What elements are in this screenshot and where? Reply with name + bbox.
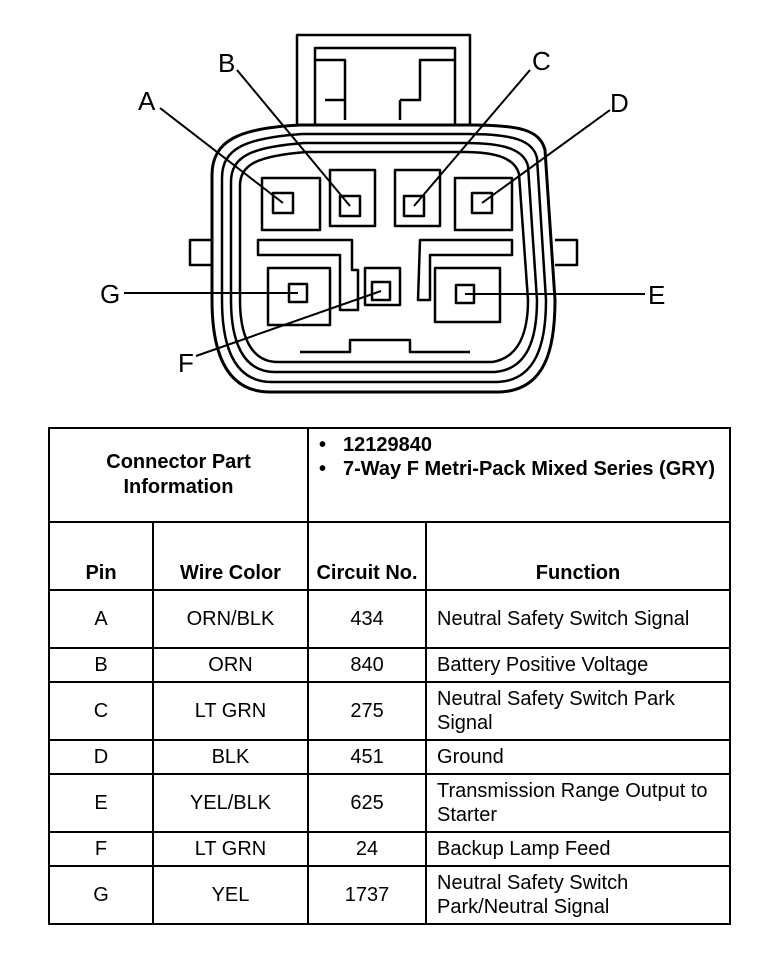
cell-pin: A <box>48 589 154 649</box>
terminal-c <box>402 194 426 218</box>
header-wire-color: Wire Color <box>151 521 310 591</box>
connector-latch <box>295 33 472 127</box>
cell-pin: G <box>48 865 154 925</box>
leader-f <box>195 290 382 357</box>
cell-wire-color: YEL <box>151 865 310 925</box>
table-row: F LT GRN 24 Backup Lamp Feed <box>48 831 732 867</box>
connector-diagram: A B C D G F E <box>100 33 665 394</box>
cell-circuit: 840 <box>307 647 428 683</box>
table-row: D BLK 451 Ground <box>48 739 732 775</box>
pin-label-a: A <box>138 86 156 116</box>
cell-wire-color: YEL/BLK <box>151 773 310 833</box>
cell-function: Neutral Safety Switch Park/Neutral Signa… <box>425 865 732 925</box>
cell-function: Ground <box>425 739 732 775</box>
terminal-d <box>470 191 494 215</box>
pin-label-c: C <box>532 46 551 76</box>
cell-wire-color: LT GRN <box>151 681 310 741</box>
cell-function: Battery Positive Voltage <box>425 647 732 683</box>
table-row: E YEL/BLK 625 Transmission Range Output … <box>48 773 732 833</box>
leader-d <box>481 109 611 204</box>
pin-label-f: F <box>178 348 194 378</box>
connector-part-number: 12129840 <box>317 433 723 457</box>
cavity-partitions <box>256 168 514 327</box>
pin-terminals <box>271 191 494 305</box>
cell-circuit: 434 <box>307 589 428 649</box>
table-header-row: Pin Wire Color Circuit No. Function <box>48 521 732 591</box>
connector-info-value: 12129840 7-Way F Metri-Pack Mixed Series… <box>307 427 732 523</box>
table-row: B ORN 840 Battery Positive Voltage <box>48 647 732 683</box>
table-row: C LT GRN 275 Neutral Safety Switch Park … <box>48 681 732 741</box>
cell-function: Transmission Range Output to Starter <box>425 773 732 833</box>
header-function: Function <box>425 521 732 591</box>
cell-function: Backup Lamp Feed <box>425 831 732 867</box>
cell-circuit: 24 <box>307 831 428 867</box>
pin-label-g: G <box>100 279 120 309</box>
cell-circuit: 625 <box>307 773 428 833</box>
cell-function: Neutral Safety Switch Signal <box>425 589 732 649</box>
cell-wire-color: ORN/BLK <box>151 589 310 649</box>
terminal-b <box>338 194 362 218</box>
cell-pin: E <box>48 773 154 833</box>
cell-pin: C <box>48 681 154 741</box>
cell-function: Neutral Safety Switch Park Signal <box>425 681 732 741</box>
cell-pin: B <box>48 647 154 683</box>
connector-description: 7-Way F Metri-Pack Mixed Series (GRY) <box>317 457 723 481</box>
cell-circuit: 275 <box>307 681 428 741</box>
table-row: G YEL 1737 Neutral Safety Switch Park/Ne… <box>48 865 732 925</box>
terminal-a <box>271 191 295 215</box>
header-circuit: Circuit No. <box>307 521 428 591</box>
cell-wire-color: ORN <box>151 647 310 683</box>
leader-c <box>413 69 531 207</box>
terminal-f <box>370 280 392 302</box>
connector-housing <box>188 123 579 394</box>
cell-wire-color: BLK <box>151 739 310 775</box>
connector-info-row: Connector Part Information 12129840 7-Wa… <box>47 427 732 523</box>
header-pin: Pin <box>48 521 154 591</box>
connector-table: Connector Part Information 12129840 7-Wa… <box>47 427 732 925</box>
connector-info-label: Connector Part Information <box>47 427 310 523</box>
pin-label-d: D <box>610 88 629 118</box>
cell-wire-color: LT GRN <box>151 831 310 867</box>
leader-lines <box>124 69 645 357</box>
table-row: A ORN/BLK 434 Neutral Safety Switch Sign… <box>48 589 732 649</box>
cell-circuit: 451 <box>307 739 428 775</box>
cell-pin: D <box>48 739 154 775</box>
leader-b <box>236 69 351 207</box>
pin-label-b: B <box>218 48 235 78</box>
cell-pin: F <box>48 831 154 867</box>
pin-label-e: E <box>648 280 665 310</box>
cell-circuit: 1737 <box>307 865 428 925</box>
leader-a <box>159 107 284 204</box>
